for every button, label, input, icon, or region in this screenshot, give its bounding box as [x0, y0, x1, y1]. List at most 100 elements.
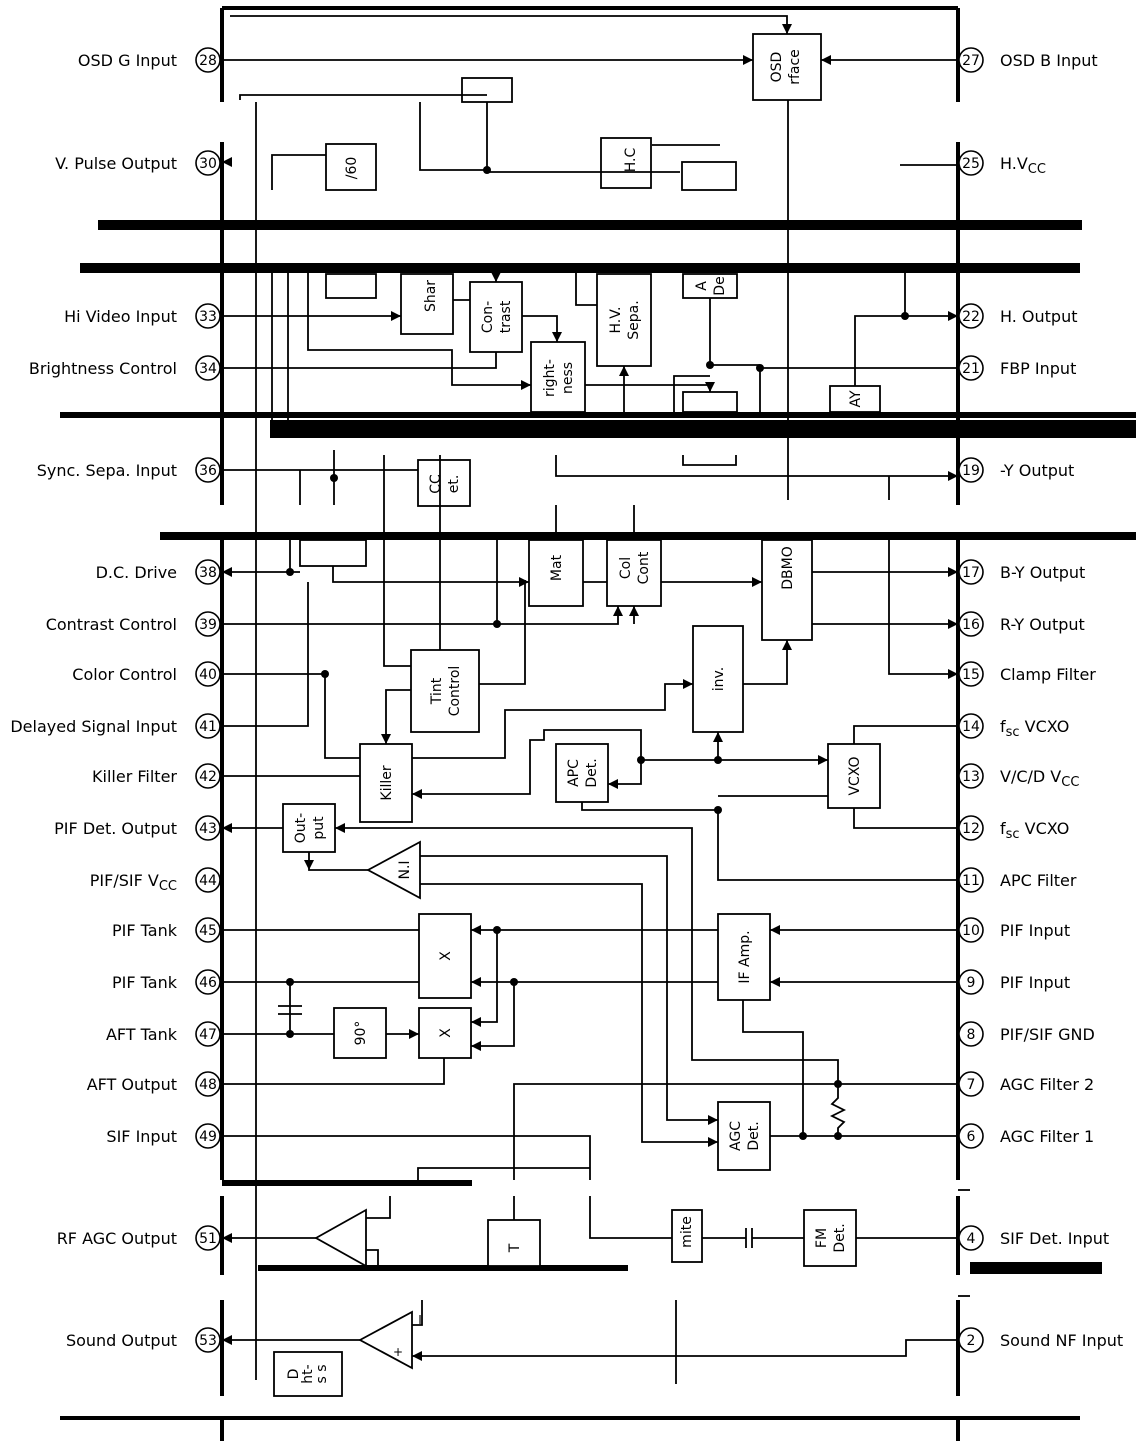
pin-number: 19 — [962, 463, 980, 479]
pin-number: 40 — [199, 667, 217, 683]
pin-label: -Y Output — [1000, 461, 1074, 480]
pin-30: 30 V. Pulse Output — [55, 150, 222, 176]
sharpness-label: Shar — [423, 280, 439, 312]
pin-label: PIF Tank — [112, 921, 178, 940]
pin-number: 36 — [199, 463, 217, 479]
hv-sepa-label: H.V.Sepa. — [608, 300, 642, 339]
pin-number: 6 — [967, 1129, 976, 1145]
pin-number: 30 — [199, 156, 217, 172]
pin-label: FBP Input — [1000, 359, 1076, 378]
pin-label: Color Control — [72, 665, 177, 684]
pin-label: Brightness Control — [29, 359, 177, 378]
pin-label: AGC Filter 2 — [1000, 1075, 1094, 1094]
hv-sepa-block — [596, 273, 652, 367]
dbmo-block — [761, 539, 813, 641]
pin-number: 34 — [199, 361, 217, 377]
pin-label: fsc VCXO — [1000, 717, 1069, 740]
color-cont-block — [606, 539, 662, 607]
internal-blocks — [273, 33, 881, 1397]
ni-label: N.I — [397, 860, 413, 879]
pin-number: 33 — [199, 309, 217, 325]
pin-label: D.C. Drive — [96, 563, 177, 582]
pin-label: PIF Input — [1000, 921, 1070, 940]
pin-label: AFT Tank — [106, 1025, 178, 1044]
pin-number: 49 — [199, 1129, 217, 1145]
ay-label: AY — [848, 390, 864, 407]
pin-number: 11 — [962, 873, 980, 889]
pin-38: 38D.C. Drive — [96, 559, 222, 585]
pin-42: 42 Killer Filter — [92, 763, 222, 789]
block-c — [681, 161, 737, 191]
sound-amp-minus: I — [418, 1313, 422, 1327]
limiter-label: mite — [679, 1216, 695, 1248]
pin-48: 48 AFT Output — [87, 1071, 222, 1097]
pin-number: 53 — [199, 1333, 217, 1349]
vcxo-block — [827, 743, 881, 809]
sound-amp-plus: + — [393, 1345, 403, 1359]
pin-number: 41 — [199, 719, 217, 735]
brightness-label: right-ness — [542, 359, 576, 397]
pin-19: 19 -Y Output — [958, 457, 1074, 483]
pin-number: 51 — [199, 1231, 217, 1247]
pin-number: 14 — [962, 719, 980, 735]
pin-label: Sound Output — [66, 1331, 177, 1350]
phase-shift-block — [333, 1007, 387, 1059]
clamp-block — [682, 391, 738, 413]
t-label: T — [507, 1243, 523, 1253]
da-block — [299, 539, 367, 567]
pin-11: 11 APC Filter — [958, 867, 1077, 893]
bright2-block — [273, 1351, 343, 1397]
contrast-block — [469, 281, 523, 353]
t-block — [487, 1219, 541, 1267]
pin-label: APC Filter — [1000, 871, 1077, 890]
apc-det-block — [555, 743, 609, 803]
div60-block — [325, 143, 377, 191]
pin-label: RF AGC Output — [57, 1229, 177, 1248]
pin-label: H.VCC — [1000, 154, 1046, 177]
scan-artifacts — [52, 102, 1136, 1420]
pin-label: PIF/SIF VCC — [90, 871, 177, 894]
pin-number: 48 — [199, 1077, 217, 1093]
pin-number: 25 — [962, 156, 980, 172]
pin-label: Delayed Signal Input — [10, 717, 177, 736]
pin-number: 7 — [967, 1077, 976, 1093]
hc-block — [600, 137, 652, 189]
mixer2-label: X — [438, 1028, 454, 1038]
ac-block — [682, 273, 738, 299]
sharpness-block — [400, 273, 454, 335]
mixer1-block — [418, 913, 472, 999]
pin-label: V. Pulse Output — [55, 154, 177, 173]
mixer1-label: X — [438, 951, 454, 961]
matrix-label: Mat — [549, 554, 565, 581]
pin-label: V/C/D VCC — [1000, 767, 1079, 790]
pin-40: 40 Color Control — [72, 661, 222, 687]
pin-label: SIF Input — [106, 1127, 177, 1146]
l-block — [325, 273, 377, 299]
pin-label: AFT Output — [87, 1075, 177, 1094]
pin-label: Killer Filter — [92, 767, 177, 786]
fm-det-block — [803, 1209, 857, 1267]
pin-number: 42 — [199, 769, 217, 785]
contrast-label: Con-trast — [480, 300, 514, 333]
block-d — [461, 77, 513, 103]
pin-label: OSD G Input — [78, 51, 177, 70]
